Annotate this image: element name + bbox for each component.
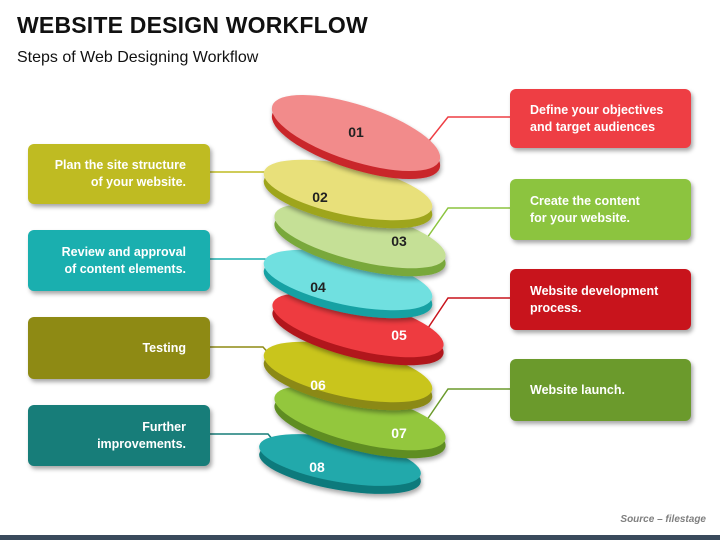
disc-top <box>272 292 444 358</box>
step-text: Website development process. <box>530 283 659 315</box>
step-box-08: Further improvements. <box>28 405 210 466</box>
step-text: Plan the site structure of your website. <box>54 158 186 189</box>
step-text: Review and approval of content elements. <box>61 244 186 276</box>
step-box-01: Define your objectives and target audien… <box>510 89 691 148</box>
step-number-02: 02 <box>312 189 328 205</box>
step-box-07: Website launch. <box>510 359 691 421</box>
bottom-bar <box>0 535 720 540</box>
page-title: WEBSITE DESIGN WORKFLOW <box>17 12 368 38</box>
step-box-06: Testing <box>28 317 210 379</box>
step-box-02: Plan the site structure of your website. <box>28 144 210 204</box>
disc-step-01 <box>271 94 441 180</box>
page-subtitle: Steps of Web Designing Workflow <box>17 49 259 66</box>
step-box-05: Website development process. <box>510 269 691 330</box>
disc-top <box>274 385 446 451</box>
step-number-04: 04 <box>310 279 326 295</box>
step-number-06: 06 <box>310 377 326 393</box>
step-text: Create the content for your website. <box>530 193 640 225</box>
step-text: Further improvements. <box>97 419 186 451</box>
disc-step-08 <box>259 434 421 494</box>
step-box-03: Create the content for your website. <box>510 179 691 240</box>
step-number-05: 05 <box>391 327 407 343</box>
disc-top <box>274 203 446 269</box>
disc-step-04 <box>263 249 433 319</box>
disc-top <box>263 249 433 311</box>
connector-step-03 <box>419 207 510 249</box>
disc-top <box>271 94 441 172</box>
step-box-04: Review and approval of content elements. <box>28 230 210 291</box>
disc-top <box>263 159 433 221</box>
step-number-08: 08 <box>309 459 325 475</box>
disc-step-06 <box>263 341 433 411</box>
disc-step-07 <box>274 385 446 459</box>
step-number-07: 07 <box>391 425 407 441</box>
step-text: Testing <box>142 340 186 355</box>
step-text: Website launch. <box>530 382 625 397</box>
connector-step-05 <box>419 297 510 341</box>
source-note: Source – filestage <box>620 514 706 525</box>
disc-step-03 <box>274 203 446 277</box>
step-text: Define your objectives and target audien… <box>530 102 664 134</box>
step-number-03: 03 <box>391 233 407 249</box>
disc-step-02 <box>263 159 433 229</box>
step-number-01: 01 <box>348 124 364 140</box>
disc-step-05 <box>272 292 444 366</box>
connector-step-07 <box>419 388 510 431</box>
disc-top <box>259 434 421 486</box>
disc-top <box>263 341 433 403</box>
